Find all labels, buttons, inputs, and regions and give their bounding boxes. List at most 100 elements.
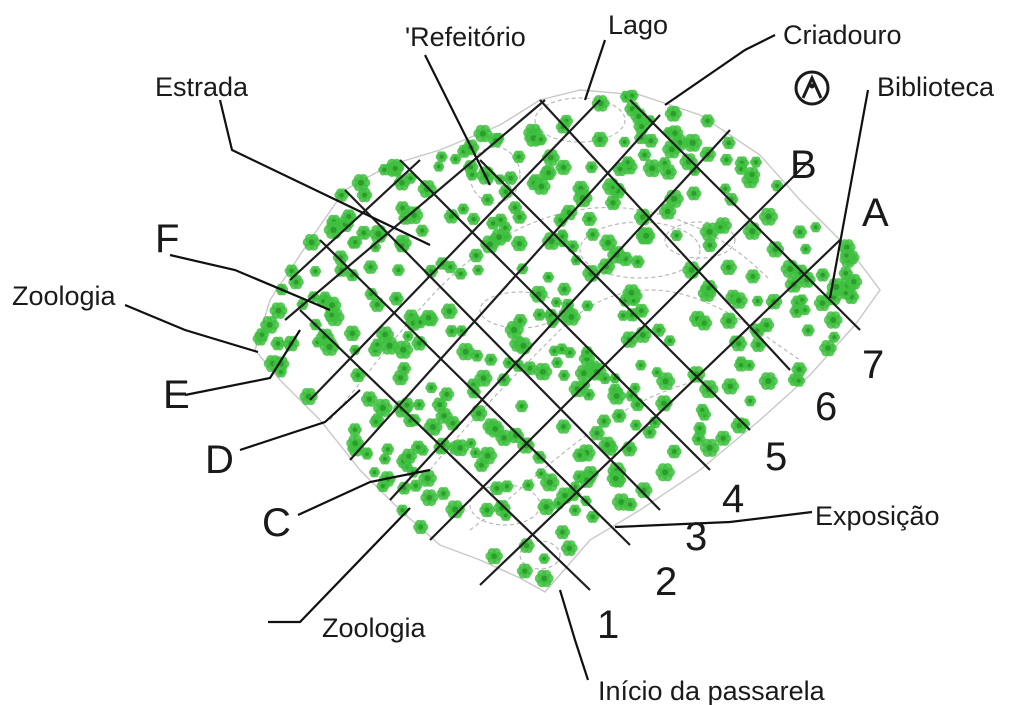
tree-icon <box>555 343 569 355</box>
tree-icon <box>433 161 445 172</box>
tree-icon <box>751 295 764 307</box>
grid-col-line-7 <box>289 159 421 281</box>
tree-icon <box>392 264 405 276</box>
tree-icon <box>457 203 470 215</box>
tree-icon <box>839 249 854 262</box>
tree-icon <box>682 133 703 152</box>
tree-icon <box>722 136 736 150</box>
tree-icon <box>533 362 553 381</box>
tree-icon <box>541 232 562 250</box>
tree-icon <box>623 497 638 512</box>
tree-icon <box>319 337 340 356</box>
tree-icon <box>513 313 528 328</box>
tree-icon <box>484 353 498 366</box>
tree-icon <box>540 473 560 492</box>
tree-icon <box>573 189 593 208</box>
grid-row-line-b <box>539 99 791 371</box>
tree-icon <box>810 222 822 233</box>
tree-icon <box>642 425 657 439</box>
tree-icon <box>792 225 808 239</box>
tree-icon <box>445 416 461 431</box>
tree-icon <box>351 174 371 192</box>
grid-row-line-e <box>344 189 661 511</box>
tree-icon <box>555 419 572 434</box>
tree-icon <box>664 189 684 209</box>
col-label-5: 5 <box>765 435 787 479</box>
tree-icon <box>670 229 683 242</box>
tree-icon <box>637 148 652 162</box>
grid-row-line-d <box>399 159 711 471</box>
tree-icon <box>269 302 288 319</box>
tree-icon <box>828 331 841 343</box>
tree-icon <box>691 432 706 446</box>
tree-icon <box>551 357 564 369</box>
tree-icon <box>538 553 550 564</box>
tree-icon <box>823 311 843 329</box>
tree-icon <box>635 482 653 499</box>
tree-icon <box>658 157 672 169</box>
tree-icon <box>260 315 280 334</box>
tree-icon <box>591 95 610 112</box>
tree-icon <box>606 470 625 487</box>
tree-icon <box>582 388 596 401</box>
tree-icon <box>389 291 404 306</box>
tree-icon <box>309 265 322 277</box>
tree-icon <box>431 397 448 412</box>
tree-icon <box>611 409 627 423</box>
tree-icon <box>714 221 727 234</box>
col-label-3: 3 <box>685 515 707 559</box>
tree-icon <box>720 153 733 166</box>
col-label-4: 4 <box>722 477 744 521</box>
tree-icon <box>468 248 484 263</box>
tree-icon <box>467 212 481 226</box>
tree-icon <box>724 192 739 206</box>
tree-icon <box>568 504 582 517</box>
label-refeitorio: 'Refeitório <box>405 22 526 52</box>
tree-icon <box>512 150 526 164</box>
tree-icon <box>734 358 748 372</box>
tree-icon <box>655 463 675 482</box>
tree-icon <box>720 259 737 276</box>
tree-icon <box>556 230 569 243</box>
tree-icon <box>729 292 748 309</box>
tree-icon <box>635 359 647 371</box>
tree-icon <box>445 325 459 338</box>
tree-icon <box>801 324 815 337</box>
tree-icon <box>440 303 458 320</box>
tree-icon <box>512 210 527 224</box>
tree-icon <box>363 260 378 274</box>
tree-icon <box>436 487 451 500</box>
grid-row-line-c <box>479 159 751 431</box>
tree-icon <box>700 114 715 128</box>
tree-icon <box>449 153 462 165</box>
tree-icon <box>612 162 628 177</box>
grid-col-line-3 <box>389 129 731 501</box>
tree-icon <box>480 193 495 206</box>
north-marker-icon <box>794 70 830 106</box>
tree-icon <box>819 339 837 357</box>
tree-icon <box>465 169 479 181</box>
row-label-d: D <box>205 438 234 482</box>
tree-icon <box>486 420 505 438</box>
tree-icon <box>633 303 649 318</box>
tree-icon <box>485 548 503 565</box>
tree-icon <box>585 161 598 174</box>
tree-icon <box>379 336 400 355</box>
tree-icon <box>607 182 619 194</box>
tree-icon <box>666 125 684 141</box>
tree-icon <box>423 418 443 436</box>
label-zoologia-left: Zoologia <box>12 281 117 311</box>
tree-icon <box>514 337 533 355</box>
tree-icon <box>651 367 663 378</box>
tree-icon <box>664 105 682 122</box>
tree-icon <box>393 340 414 359</box>
row-label-f: F <box>155 217 179 261</box>
tree-icon <box>572 448 587 463</box>
tree-icon <box>404 172 417 184</box>
tree-icon <box>534 569 554 588</box>
tree-icon <box>558 369 571 381</box>
tree-icon <box>323 220 344 240</box>
tree-icon <box>599 234 618 252</box>
grid-col-line-5 <box>309 99 601 401</box>
tree-icon <box>607 387 626 405</box>
